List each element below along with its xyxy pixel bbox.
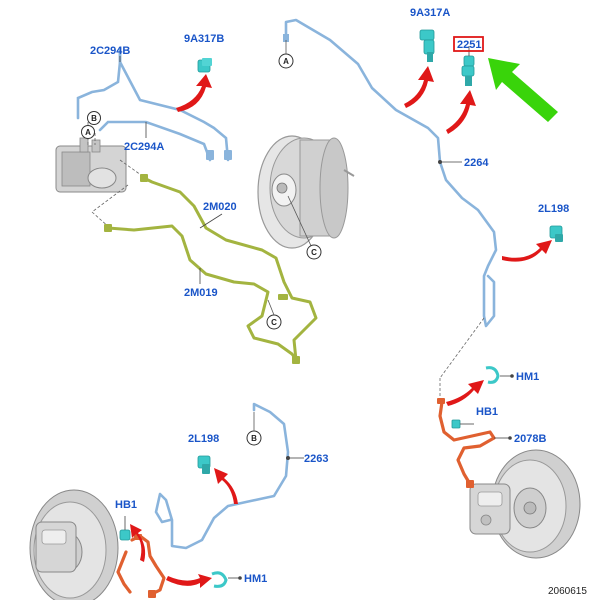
label-hm1-right: HM1 [516, 371, 539, 383]
clip-fitting-icon-hb1-left [119, 529, 131, 541]
red-pointer-arrow-2251 [446, 90, 476, 134]
line-2m020 [142, 176, 318, 362]
svg-text:A: A [283, 57, 289, 66]
hm1-left-dot [238, 576, 242, 580]
label-hm1-left: HM1 [244, 573, 267, 585]
red-pointer-arrow-2l198-right [502, 240, 552, 262]
fitting-2l198-left [197, 455, 211, 474]
caliper-icon-right [469, 483, 511, 535]
red-pointer-arrow-hm1-right [446, 380, 484, 406]
callout-b-lower: B [246, 430, 262, 446]
svg-text:B: B [251, 434, 257, 443]
hose-clip-icon-hm1-right [485, 366, 500, 384]
callout-b-abs: B [87, 111, 101, 125]
label-2264: 2264 [464, 157, 489, 169]
label-2m020: 2M020 [203, 201, 237, 213]
clip-fitting-icon-hb1-right [451, 419, 461, 429]
right-hose-leader [439, 317, 485, 379]
svg-text:C: C [311, 248, 317, 257]
callout-c-lines-leader [267, 299, 275, 316]
booster-leader [287, 195, 313, 249]
label-9a317a: 9A317A [410, 7, 450, 19]
red-pointer-arrow-9a317a [404, 66, 434, 108]
label-9a317b: 9A317B [184, 33, 224, 45]
hose-2078b-fittings [437, 398, 474, 488]
callout-c-lines: C [266, 314, 282, 330]
label-2263: 2263 [304, 453, 328, 465]
2078b-dot [508, 436, 512, 440]
green-line-fittings [104, 174, 300, 364]
fitting-9a317b [197, 58, 212, 73]
red-pointer-arrow-hose-left [130, 524, 146, 562]
red-pointer-arrow-hm1-left [166, 574, 212, 588]
fitting-9a317a [419, 29, 435, 62]
green-highlight-arrow [488, 58, 558, 122]
callout-a-top: A [278, 53, 294, 69]
label-2078b: 2078B [514, 433, 546, 445]
hose-2078b [438, 400, 496, 486]
hose-clip-icon-hm1-left [211, 571, 228, 588]
pipe-2c294a [98, 120, 212, 162]
figure-id: 2060615 [548, 586, 587, 597]
red-pointer-arrow-9a317b [176, 74, 212, 112]
pipe-2264 [284, 18, 498, 328]
pipe-2263 [154, 402, 290, 550]
brake-booster-icon [257, 135, 355, 249]
highlight-box-2251 [453, 36, 484, 52]
label-hb1-right: HB1 [476, 406, 498, 418]
svg-text:A: A [85, 128, 91, 137]
fitting-2l198-right [549, 225, 563, 242]
red-pointer-arrows [130, 66, 552, 588]
abs-module-icon [55, 137, 127, 193]
label-leaders [119, 56, 462, 459]
label-2m019: 2M019 [184, 287, 218, 299]
label-2l198-right: 2L198 [538, 203, 569, 215]
label-hb1-left: HB1 [115, 499, 137, 511]
label-2251: 2251 [457, 39, 481, 51]
hm1-right-dot [510, 374, 514, 378]
fitting-2251 [461, 55, 475, 86]
label-2c294a: 2C294A [124, 141, 164, 153]
label-2c294b: 2C294B [90, 45, 130, 57]
line-2m019 [106, 224, 300, 364]
caliper-icon-left [35, 521, 77, 573]
callout-c-booster: C [306, 244, 322, 260]
label-2l198-left: 2L198 [188, 433, 219, 445]
pipe-2c294-end-fittings [206, 150, 232, 160]
svg-text:B: B [91, 114, 97, 123]
pipe-2264-fitting [283, 34, 289, 42]
callout-a-abs: A [81, 125, 95, 139]
hose-left-fittings [134, 534, 156, 598]
red-pointer-arrow-2l198-left [214, 468, 238, 504]
svg-text:C: C [271, 318, 277, 327]
